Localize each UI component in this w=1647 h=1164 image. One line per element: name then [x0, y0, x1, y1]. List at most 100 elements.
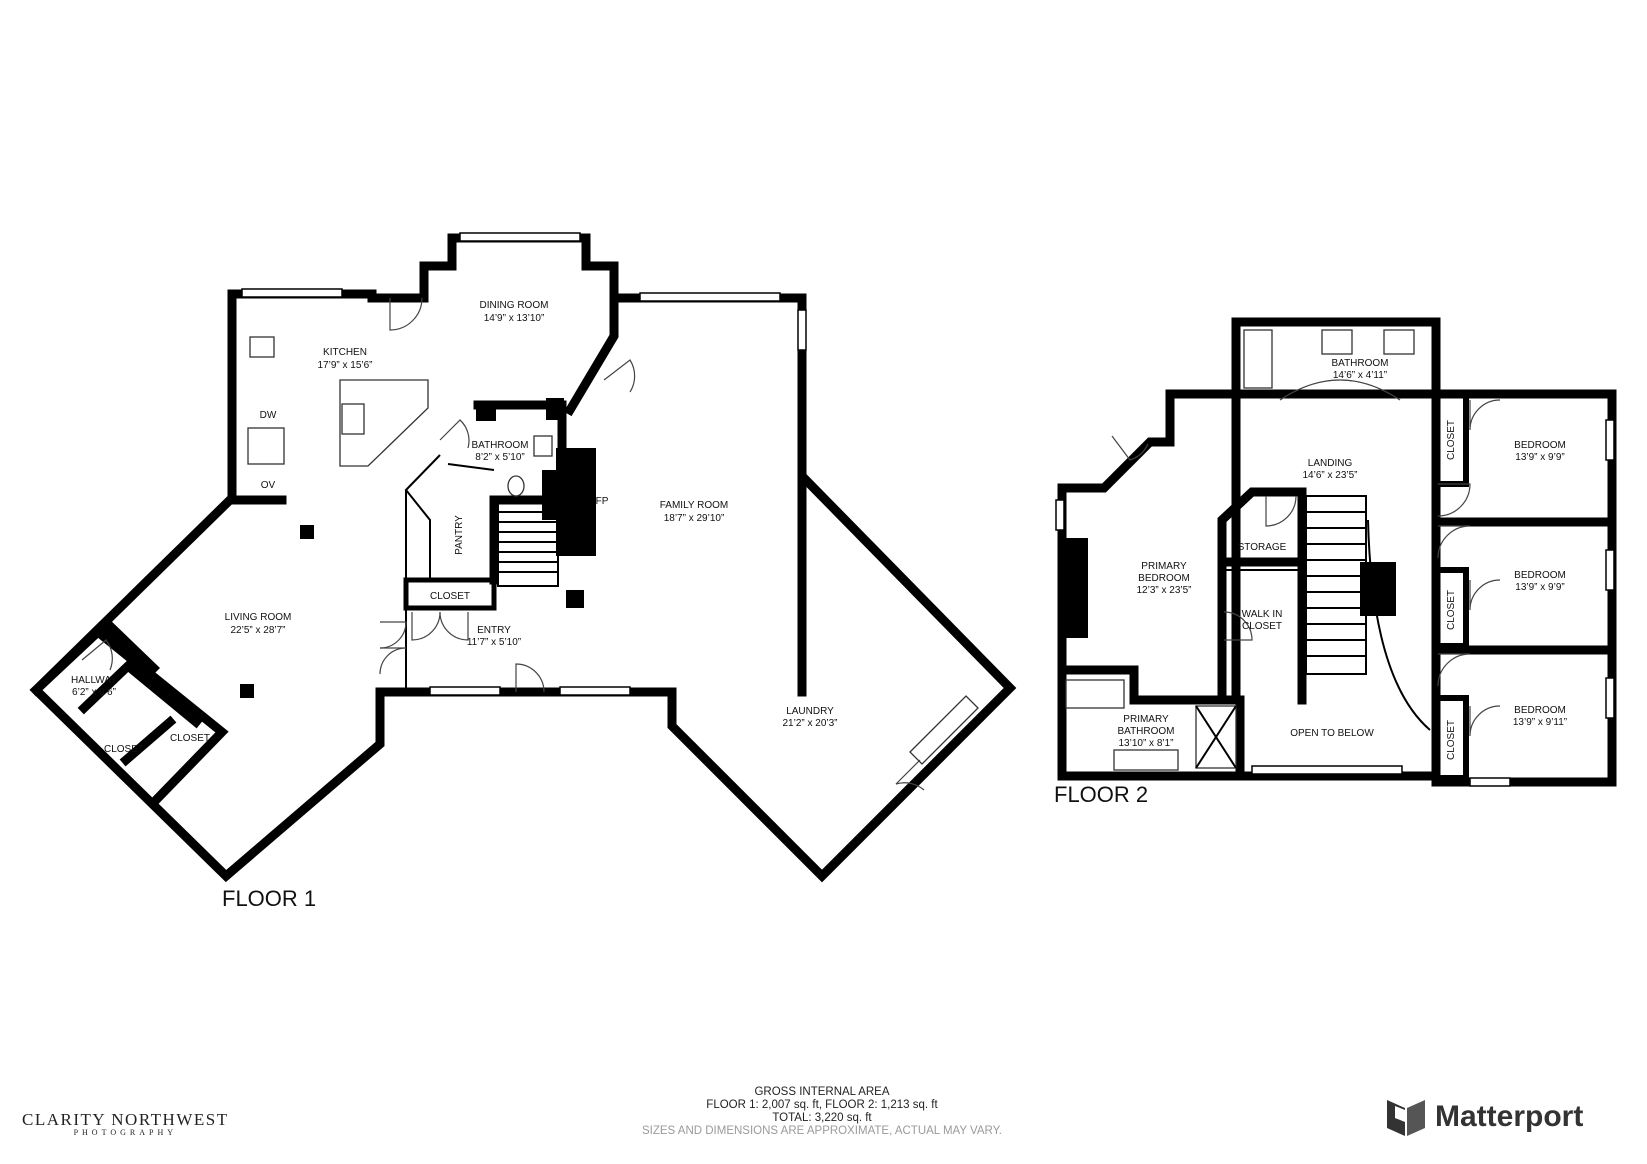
- floor1-dishwasher-box: [247, 427, 285, 465]
- floor2-primary-tub: [1065, 679, 1125, 709]
- fp-label: FP: [596, 496, 609, 507]
- entry-closet-label: CLOSET: [430, 591, 470, 602]
- floor1-dining-diagonal-wall: [563, 293, 619, 417]
- bedroom-2-name: BEDROOM: [1514, 570, 1566, 581]
- closet-2-label: CLOSET: [1446, 590, 1457, 630]
- floor2-labels: BATHROOM 14’6” x 4’11” LANDING 14’6” x 2…: [1054, 358, 1567, 807]
- gross-area-line2: TOTAL: 3,220 sq. ft: [772, 1112, 872, 1124]
- floor1-kitchen-island: [339, 379, 429, 467]
- hallway-name: HALLWAY: [71, 675, 117, 686]
- walkin-closet-name-1: WALK IN: [1242, 609, 1283, 620]
- family-room-dims: 18’7” x 29’10”: [664, 513, 725, 524]
- living-room-name: LIVING ROOM: [225, 612, 292, 623]
- primary-bath-name-1: PRIMARY: [1123, 714, 1169, 725]
- floor1-toilet: [507, 475, 525, 497]
- kitchen-dims: 17’9” x 15’6”: [317, 360, 372, 371]
- floor2-doors: [1111, 399, 1501, 737]
- dining-room-name: DINING ROOM: [480, 300, 549, 311]
- floor2-chimney: [1360, 562, 1396, 616]
- primary-bath-name-2: BATHROOM: [1117, 726, 1174, 737]
- matterport-wordmark: Matterport: [1435, 1100, 1584, 1133]
- floor1-post-stairs: [566, 590, 584, 608]
- floor2-fireplace: [1064, 538, 1088, 638]
- laundry-dims: 21’2” x 20’3”: [782, 718, 837, 729]
- floor1-post-living: [240, 684, 254, 698]
- gross-area-line1: FLOOR 1: 2,007 sq. ft, FLOOR 2: 1,213 sq…: [706, 1099, 938, 1111]
- living-room-dims: 22’5” x 28’7”: [230, 625, 285, 636]
- primary-bedroom-name-1: PRIMARY: [1141, 561, 1187, 572]
- floor1-laundry-counter: [909, 695, 979, 765]
- hallway-dims: 6’2” x 9’6”: [72, 687, 116, 698]
- primary-bath-dims: 13’10” x 8’1”: [1118, 738, 1173, 749]
- floor1-hallway-area: [29, 616, 229, 807]
- entry-dims: 11’7” x 5’10”: [467, 637, 521, 648]
- pantry-label: PANTRY: [454, 515, 465, 555]
- floor2-bathtub: [1243, 329, 1273, 389]
- bedroom-2-dims: 13’9” x 9’9”: [1515, 582, 1564, 593]
- floor1-bath-sink: [533, 435, 553, 457]
- floor-1-label: FLOOR 1: [222, 886, 316, 911]
- primary-bedroom-name-2: BEDROOM: [1138, 573, 1190, 584]
- floor2-sink2: [1383, 329, 1415, 355]
- matterport-logo: Matterport: [1385, 1096, 1583, 1138]
- storage-label: STORAGE: [1238, 542, 1287, 553]
- photographer-logo: CLARITY NORTHWEST PHOTOGRAPHY: [22, 1110, 229, 1137]
- floor1-cooktop: [341, 403, 365, 435]
- floor1-kitchen-sink: [249, 336, 275, 358]
- floor-2-plan: [1055, 317, 1617, 787]
- floor1-outer-wall: [29, 233, 1017, 883]
- matterport-logo-icon: [1387, 1100, 1425, 1136]
- closet-1-label: CLOSET: [1446, 420, 1457, 460]
- open-to-below-label: OPEN TO BELOW: [1290, 728, 1374, 739]
- dw-label: DW: [260, 410, 277, 421]
- floor2-windows: [1055, 419, 1615, 787]
- landing-dims: 14’6” x 23’5”: [1302, 470, 1357, 481]
- floor1-pantry-wall: [404, 454, 494, 581]
- floor2-sink1: [1321, 329, 1353, 355]
- closet-3-label: CLOSET: [1446, 720, 1457, 760]
- landing-name: LANDING: [1308, 458, 1353, 469]
- gross-area-note: SIZES AND DIMENSIONS ARE APPROXIMATE, AC…: [641, 1125, 1002, 1137]
- family-room-name: FAMILY ROOM: [660, 500, 729, 511]
- floor2-closet3-box: [1433, 695, 1469, 781]
- closet-a-label: CLOSET: [104, 744, 144, 755]
- floor2-stairs: [1305, 495, 1431, 731]
- gross-area-footer: GROSS INTERNAL AREA FLOOR 1: 2,007 sq. f…: [560, 1086, 1084, 1138]
- floor2-closet2-box: [1433, 567, 1469, 649]
- bedroom-3-name: BEDROOM: [1514, 705, 1566, 716]
- laundry-name: LAUNDRY: [786, 706, 834, 717]
- dining-room-dims: 14’9” x 13’10”: [484, 313, 545, 324]
- bedroom-1-name: BEDROOM: [1514, 440, 1566, 451]
- bathroom-2-dims: 14’6” x 4’11”: [1333, 370, 1387, 381]
- bedroom-3-dims: 13’9” x 9’11”: [1513, 717, 1567, 728]
- bathroom-2-name: BATHROOM: [1331, 358, 1388, 369]
- floor1-stairs: [497, 501, 559, 587]
- kitchen-name: KITCHEN: [323, 347, 367, 358]
- photographer-name: CLARITY NORTHWEST: [22, 1110, 229, 1129]
- photographer-subtitle: PHOTOGRAPHY: [73, 1128, 177, 1137]
- bathroom-1-name: BATHROOM: [471, 440, 528, 451]
- primary-bedroom-dims: 12’3” x 23’5”: [1136, 585, 1191, 596]
- ov-label: OV: [261, 480, 276, 491]
- floor1-post-bath2: [546, 398, 564, 420]
- bathroom-1-dims: 8’2” x 5’10”: [475, 452, 524, 463]
- floor1-labels: DINING ROOM 14’9” x 13’10” KITCHEN 17’9”…: [71, 300, 837, 911]
- floor-2-label: FLOOR 2: [1054, 782, 1148, 807]
- floor2-bath-shower-curve: [1279, 379, 1401, 401]
- gross-area-title: GROSS INTERNAL AREA: [754, 1086, 890, 1098]
- entry-name: ENTRY: [477, 625, 511, 636]
- floor1-pantry-inner: [447, 463, 495, 471]
- floor-1-plan: [29, 232, 1017, 883]
- closet-b-label: CLOSET: [170, 733, 210, 744]
- bedroom-1-dims: 13’9” x 9’9”: [1515, 452, 1564, 463]
- floor1-post-bath: [476, 403, 496, 421]
- floor1-windows: [241, 232, 807, 696]
- floor2-storage-wall: [1217, 487, 1307, 567]
- floor2-vanity: [1113, 749, 1179, 771]
- floor1-doors: [81, 297, 925, 791]
- floor2-primary-bath-wall: [1057, 665, 1245, 781]
- walkin-closet-name-2: CLOSET: [1242, 621, 1282, 632]
- floor1-post-kitchen: [300, 525, 314, 539]
- floor1-fireplace: [542, 448, 596, 556]
